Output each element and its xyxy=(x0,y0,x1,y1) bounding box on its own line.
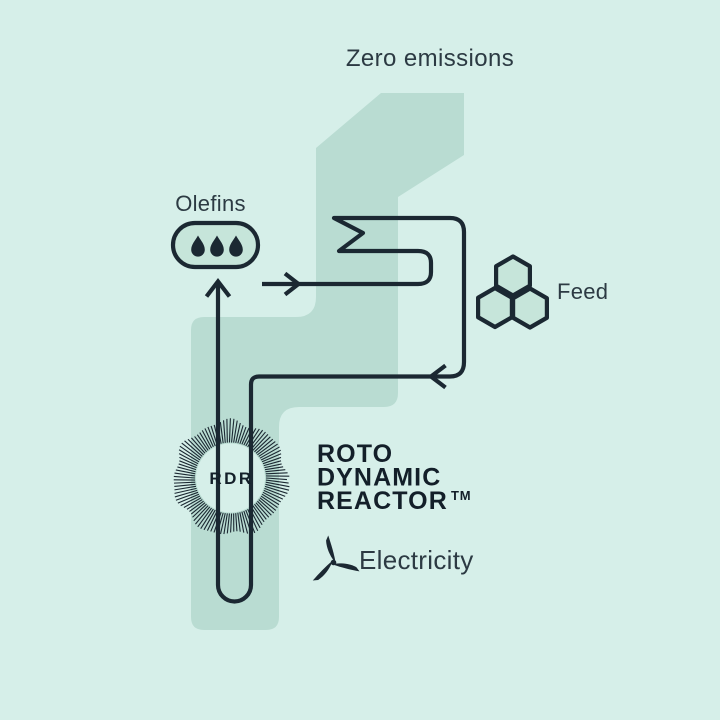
reactor-title-line1: ROTO xyxy=(317,440,393,468)
olefins-label: Olefins xyxy=(175,191,246,216)
reactor-title-line3: REACTOR xyxy=(317,487,448,515)
droplet-icon xyxy=(191,235,205,257)
zero-emissions-label: Zero emissions xyxy=(346,45,514,72)
feed-label: Feed xyxy=(557,279,608,304)
hexagon-cluster-icon xyxy=(476,254,549,330)
reactor-trademark: TM xyxy=(451,488,471,503)
droplet-icon xyxy=(210,235,224,257)
rdr-badge-label: RDR xyxy=(209,469,253,488)
hexagon-icon xyxy=(476,285,514,330)
electricity-label: Electricity xyxy=(359,545,474,575)
hexagon-icon xyxy=(494,254,532,298)
hexagon-icon xyxy=(511,286,549,330)
arrow-left-icon xyxy=(427,363,447,390)
arrow-right-icon xyxy=(283,271,302,297)
sunburst-rotor-icon xyxy=(173,418,290,535)
wind-turbine-icon xyxy=(312,535,360,581)
droplet-icon xyxy=(229,235,243,257)
reactor-title-line2: DYNAMIC xyxy=(317,464,441,492)
arrow-up-icon xyxy=(204,278,232,298)
reactor-core-disc xyxy=(196,443,265,513)
flow-line xyxy=(215,215,467,604)
olefins-node xyxy=(170,220,261,270)
